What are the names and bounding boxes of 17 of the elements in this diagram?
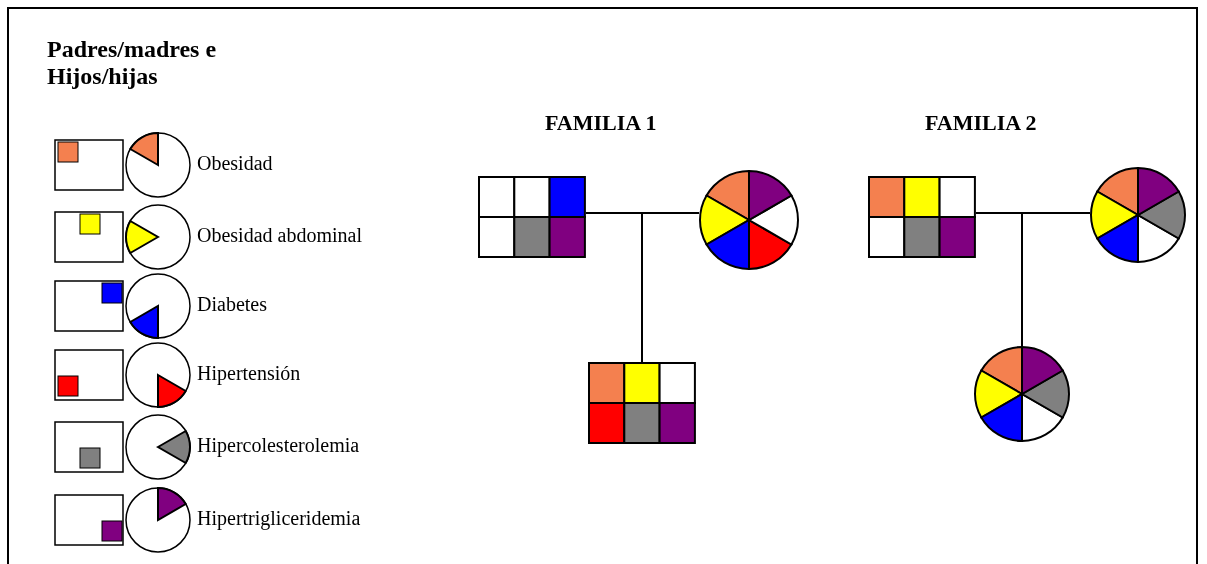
female-pedigree-circle (1090, 167, 1186, 263)
pedigree-line (1021, 212, 1091, 347)
female-pedigree-circle (974, 346, 1070, 442)
legend-heading: Padres/madres e Hijos/hijas (47, 36, 218, 90)
legend-text: Diabetes (197, 293, 267, 316)
pedigree-line (641, 212, 700, 363)
family-heading: FAMILIA 2 (925, 110, 1038, 136)
legend-text: Hipercolesterolemia (197, 434, 360, 457)
legend-text: Obesidad (197, 152, 273, 175)
female-pedigree-circle (699, 170, 799, 270)
legend-text: Hipertensión (197, 362, 301, 385)
male-pedigree-square (478, 176, 586, 258)
legend-text: Obesidad abdominal (197, 224, 362, 247)
family-heading: FAMILIA 1 (545, 110, 658, 136)
male-pedigree-square (588, 362, 696, 444)
male-pedigree-square (868, 176, 976, 258)
legend-text: Hipertrigliceridemia (197, 507, 361, 530)
